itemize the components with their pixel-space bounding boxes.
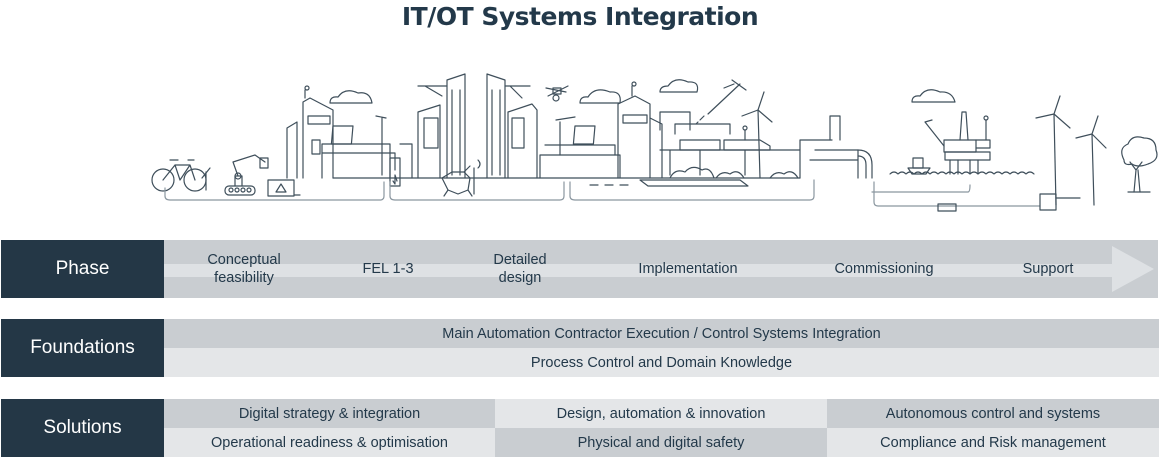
- phase-step-support: Support: [1022, 261, 1074, 277]
- city-industry-illustration: [140, 60, 1160, 220]
- solution-autonomous-control: Autonomous control and systems: [827, 399, 1159, 428]
- buildings-middle: [539, 81, 731, 179]
- phase-timeline-arrow: Conceptual feasibility FEL 1-3 Detailed …: [164, 240, 1158, 298]
- solution-operational-readiness: Operational readiness & optimisation: [164, 428, 495, 457]
- phase-step-detailed-design: Detailed design: [493, 252, 547, 286]
- tree-icon: [1121, 136, 1158, 193]
- bushes: [669, 166, 799, 179]
- solution-design-automation: Design, automation & innovation: [495, 399, 827, 428]
- page-title: IT/OT Systems Integration: [401, 2, 759, 31]
- solution-digital-strategy: Digital strategy & integration: [164, 399, 495, 428]
- recycling-bin-icon: [267, 179, 301, 197]
- arrow-right-icon: [1112, 246, 1154, 292]
- solution-physical-digital-safety: Physical and digital safety: [495, 428, 827, 457]
- drone-icon: [545, 85, 569, 102]
- monorail-train-icon: [659, 125, 801, 176]
- road-slab: [639, 179, 749, 187]
- buildings-left: [286, 85, 471, 187]
- bicycle-icon: [151, 159, 211, 192]
- solution-compliance-risk: Compliance and Risk management: [827, 428, 1159, 457]
- foundations-label: Foundations: [1, 319, 164, 377]
- factory-icon: [799, 115, 873, 179]
- towers-center: [417, 73, 538, 179]
- phase-step-commissioning: Commissioning: [834, 261, 934, 277]
- robot-dog-icon: [441, 159, 481, 197]
- cloud-icon: [329, 79, 956, 104]
- phase-step-implementation: Implementation: [638, 261, 738, 277]
- robot-arm-icon: [224, 154, 269, 196]
- solutions-label: Solutions: [1, 399, 164, 457]
- oil-platform-icon: [924, 111, 991, 175]
- boat-icon: [907, 157, 931, 175]
- phase-label: Phase: [1, 240, 164, 298]
- cable-junction: [937, 203, 957, 212]
- underground-cables: [164, 179, 1041, 207]
- foundation-row-process-control: Process Control and Domain Knowledge: [164, 348, 1159, 377]
- airplane-icon: [695, 79, 747, 125]
- wind-turbine-icon: [741, 91, 773, 179]
- phase-arrow-shaft: [164, 264, 1114, 277]
- phase-step-fel: FEL 1-3: [362, 261, 414, 277]
- wind-turbine-icon: [1035, 95, 1107, 211]
- phase-step-conceptual-feasibility: Conceptual feasibility: [207, 252, 281, 286]
- foundation-row-mac-execution: Main Automation Contractor Execution / C…: [164, 319, 1159, 348]
